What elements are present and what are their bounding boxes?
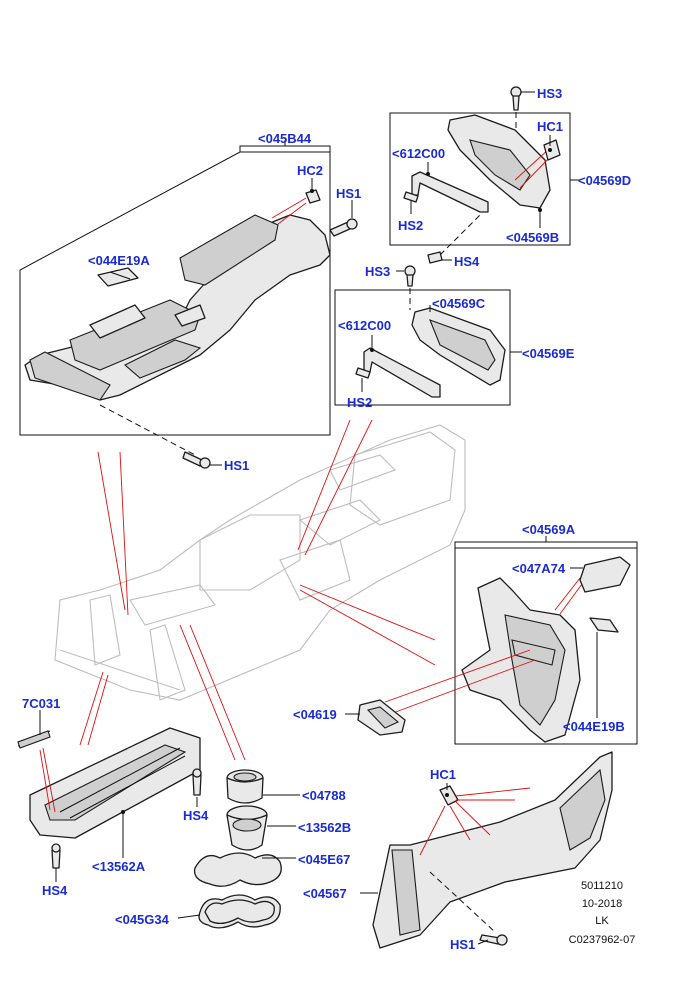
callout-HC1-bottom: HC1 bbox=[430, 767, 456, 782]
callout-04788: <04788 bbox=[302, 788, 346, 803]
callout-HS4-mid: HS4 bbox=[454, 254, 480, 269]
clip-HC1-top bbox=[543, 135, 561, 161]
callout-044E19B: <044E19B bbox=[563, 719, 625, 734]
callout-HS4-left-upper: HS4 bbox=[183, 808, 209, 823]
reference-initials: LK bbox=[595, 915, 609, 927]
bracket-612C00-mid bbox=[363, 335, 441, 398]
cable-7C031 bbox=[17, 671, 109, 813]
callout-04619: <04619 bbox=[293, 707, 337, 722]
callout-04569C: <04569C bbox=[432, 296, 486, 311]
screw-HS1-bottom bbox=[429, 871, 508, 946]
reference-number: 5011210 bbox=[581, 880, 623, 892]
reference-code: C0237962-07 bbox=[569, 934, 636, 946]
trim-04569C bbox=[411, 305, 506, 386]
callout-04569A: <04569A bbox=[522, 522, 576, 537]
screw-HS4-left-upper bbox=[192, 768, 202, 807]
label-plate-044E19A bbox=[97, 267, 139, 287]
red-leaders-top bbox=[97, 419, 373, 616]
callout-HS4-left-lower: HS4 bbox=[42, 883, 68, 898]
mat-045G34 bbox=[177, 894, 281, 929]
callout-04569B: <04569B bbox=[506, 230, 559, 245]
callout-04569D: <04569D bbox=[578, 173, 631, 188]
pad-047A74 bbox=[570, 556, 631, 593]
box-045B44 bbox=[19, 140, 331, 436]
red-leaders-cup bbox=[179, 624, 246, 761]
callout-045B44: <045B44 bbox=[258, 131, 312, 146]
callout-HS2-top: HS2 bbox=[398, 218, 423, 233]
clip-HC2 bbox=[271, 178, 321, 225]
screw-HS1-top bbox=[329, 200, 358, 237]
screw-HS1-middle bbox=[99, 404, 222, 469]
callout-047A74: <047A74 bbox=[512, 561, 566, 576]
callout-13562A: <13562A bbox=[92, 859, 146, 874]
screw-HS2-mid bbox=[355, 367, 371, 392]
callout-612C00-mid: <612C00 bbox=[338, 318, 391, 333]
callout-HS1-mid: HS1 bbox=[224, 458, 249, 473]
callout-labels: <045B44 <044E19A HC2 HS1 HS1 HS3 HC1 <61… bbox=[22, 86, 631, 952]
box-04569A bbox=[454, 536, 638, 745]
callout-045E67: <045E67 bbox=[298, 852, 350, 867]
cup-insert-04788 bbox=[226, 769, 300, 804]
console-assembly-ghost bbox=[54, 424, 466, 701]
screw-HS3-mid bbox=[396, 265, 416, 310]
callout-04569E: <04569E bbox=[522, 346, 575, 361]
callout-04567: <04567 bbox=[303, 886, 347, 901]
leader-04569B bbox=[538, 208, 542, 228]
side-trim-panel-04569A bbox=[461, 577, 583, 743]
screw-HS4-left-lower bbox=[51, 843, 61, 882]
clip-HC1-bottom bbox=[419, 783, 531, 856]
callout-HS3-mid: HS3 bbox=[365, 264, 390, 279]
callout-HS1-top: HS1 bbox=[336, 186, 361, 201]
callout-HS1-bottom: HS1 bbox=[450, 937, 475, 952]
reference-date: 10-2018 bbox=[582, 898, 622, 910]
plate-044E19B bbox=[589, 617, 619, 718]
reference-block: 5011210 10-2018 LK C0237962-07 bbox=[569, 880, 636, 946]
callout-7C031: 7C031 bbox=[22, 696, 60, 711]
switch-plate-04619 bbox=[345, 699, 406, 736]
cup-holder-13562B bbox=[226, 805, 296, 851]
box-04569D bbox=[389, 112, 580, 246]
mat-045E67 bbox=[193, 852, 296, 887]
console-upper-trim-panel bbox=[24, 214, 331, 401]
callout-HS3-top: HS3 bbox=[537, 86, 562, 101]
callout-HC1-top: HC1 bbox=[537, 119, 563, 134]
callout-HC2: HC2 bbox=[297, 163, 323, 178]
side-panel-04567 bbox=[360, 751, 613, 949]
red-leaders-right bbox=[299, 584, 536, 717]
callout-HS2-mid: HS2 bbox=[347, 395, 372, 410]
callout-13562B: <13562B bbox=[298, 820, 351, 835]
screw-HS2-top bbox=[403, 191, 419, 214]
trim-04569D bbox=[447, 114, 553, 209]
callout-044E19A: <044E19A bbox=[88, 253, 150, 268]
bracket-612C00-top bbox=[411, 162, 489, 213]
callout-045G34: <045G34 bbox=[115, 912, 170, 927]
callout-612C00-top: <612C00 bbox=[392, 146, 445, 161]
box-04569E bbox=[334, 289, 522, 406]
screw-HS4-mid bbox=[427, 214, 481, 264]
tray-13562A bbox=[29, 727, 201, 858]
